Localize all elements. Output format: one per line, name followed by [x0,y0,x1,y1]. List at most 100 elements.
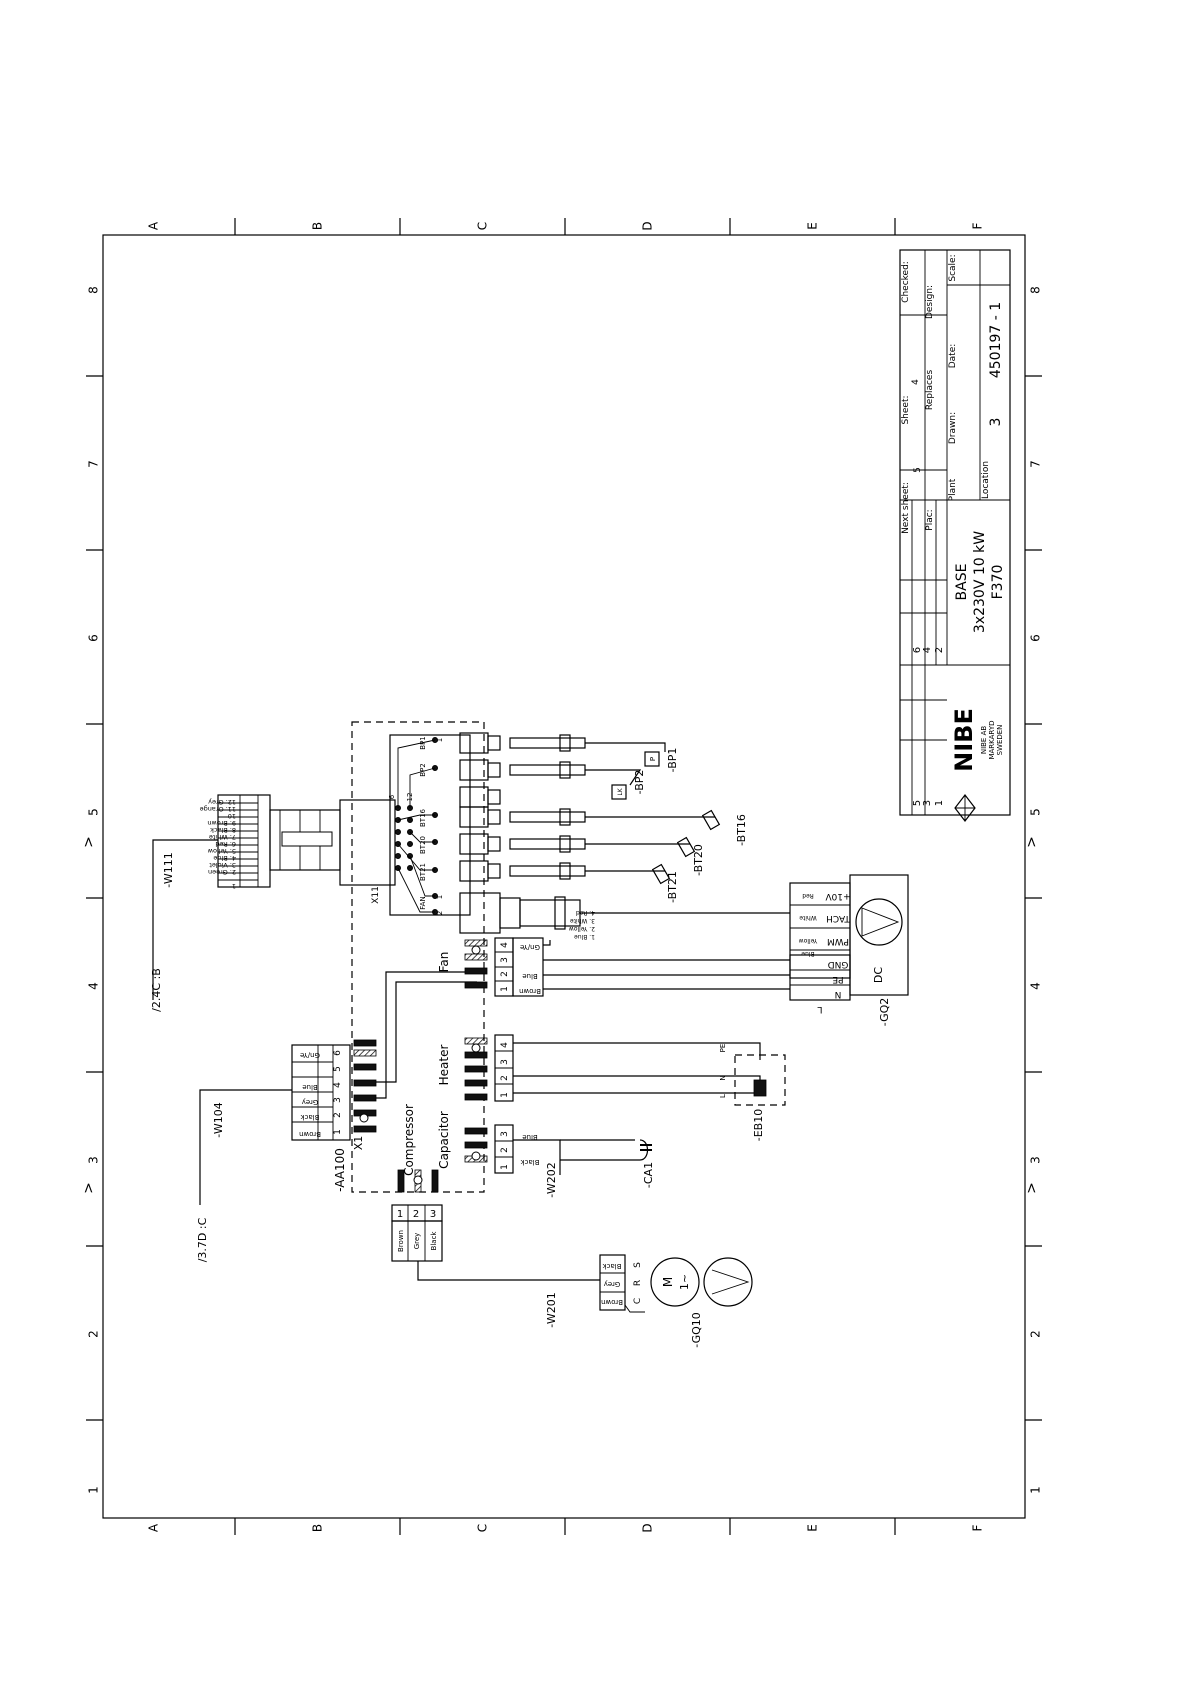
col-label-top-d: D [641,221,655,230]
eb10-label: -EB10 [752,1109,765,1141]
gq2-pin-tach: TACH [826,913,851,923]
w111-wire-10: 10 [228,812,236,820]
fan-term-2: 2 [500,971,510,977]
gq2-pin-n: N [835,989,842,999]
tb-doc-prefix: 3 [988,418,1004,427]
gq2-pin-pwm: PWM [827,936,849,946]
x1-pin-6: 6 [333,1050,343,1056]
row-label-right-3: 3 [1029,1156,1043,1164]
gq10-pin-r: R [633,1280,643,1286]
sensor-connectors: P LK -BP1 -BP2 -BT16 -BT20 -BT21 1. Blue… [459,732,790,940]
comp-term-3: 3 [430,1209,436,1220]
bt20-label: -BT20 [692,844,705,876]
x1-pin-5: 5 [333,1066,343,1072]
tb-next-sheet-label: Next sheet: [901,482,911,534]
heater-line-l: L [719,1094,727,1098]
x11-label: X11 [371,886,381,904]
w202-label: -W202 [545,1162,558,1197]
x1-wire-1: Brown [299,1130,321,1138]
fan-wire-brown: Brown [519,987,541,995]
w111-wire-6: 6. Red [215,840,236,848]
gq2-pin-pe: PE [832,974,843,984]
tb-sheet-label: Sheet: [901,395,911,424]
fan-wire-blue: Blue [522,972,538,980]
row-label-left-4: 4 [87,982,101,990]
tb-rev-a-2: 2 [934,647,945,653]
gq2-wire-white: White [799,914,817,921]
tb-date-label: Date: [948,344,958,369]
col-label-top-f: F [971,222,985,229]
heater-label: Heater [437,1045,451,1086]
gq10-pin-c: C [633,1298,643,1304]
x1-pin-3: 3 [333,1097,343,1103]
nibe-logo: NIBE [950,708,978,822]
tb-rev-a-0: 6 [912,647,923,653]
col-label-top-e: E [806,222,820,230]
gq10-motor: Brown Grey Black C R S M 1~ -GQ10 [599,1254,753,1348]
x1-pin-1: 1 [333,1129,343,1135]
x11-pin-6: 6 [388,794,396,799]
comp-wire-grey: Grey [413,1233,421,1250]
ref-c-label: /3.7D :C [196,1217,209,1262]
col-label-bottom-b: B [311,1524,325,1532]
aa100-label: -AA100 [333,1148,347,1192]
fan-label: Fan [437,952,451,973]
gq10-label: -GQ10 [690,1312,703,1348]
w111-label: -W111 [162,852,175,887]
gq2-conn-4: 4. Red [576,909,595,916]
x1-wire-3: Grey [302,1098,319,1106]
frame-arrow-markers: > > > > [81,836,1040,1194]
x11-header: X11 BP1 BP2 BT16 BT20 BT21 FAN 1 6 12 1 … [371,734,471,916]
cap-term-3: 3 [500,1131,510,1137]
fan-terminal: 1 2 3 4 Brown Blue Gn/Ye Fan [437,937,790,997]
col-label-top-a: A [147,221,161,230]
row-label-left-3: 3 [87,1156,101,1164]
row-label-right-5: 5 [1029,808,1043,816]
x11-fan-pin-2: 2 [436,911,444,915]
w111-wire-8: 8. Black [210,826,236,834]
bt21-label: -BT21 [666,871,679,903]
x1-wire-6: Gn/Ye [300,1051,320,1059]
tb-rev-a-1: 4 [922,647,933,653]
col-label-bottom-c: C [476,1524,490,1532]
tb-location-label: Location [981,461,991,499]
col-label-bottom-f: F [971,1524,985,1531]
gq2-pin-l: L [817,1004,822,1014]
w111-wire-1: 1 [232,882,236,890]
tb-scale-label: Scale: [948,254,958,281]
ref-b-label: /2.4C :B [150,968,163,1012]
gq10-wire-brown: Brown [601,1298,623,1306]
w111-wire-2: 2. Green [208,868,236,876]
x1-connector: Gn/Ye Blue Grey Black Brown 6 5 4 3 2 1 … [196,971,477,1262]
tb-replaces-label: Replaces [925,370,935,411]
tb-rev-b-1: 3 [922,800,933,806]
tb-company-1: NIBE AB [980,726,988,755]
x1-pin-4: 4 [333,1082,343,1088]
svg-text:>: > [81,836,97,848]
x11-label-bt20: BT20 [419,836,427,854]
x1-wire-2: Black [300,1113,320,1121]
fan-term-4: 4 [500,942,510,948]
gq2-label: -GQ2 [878,998,891,1027]
cap-wire-blue: Blue [522,1133,538,1141]
row-label-right-6: 6 [1029,634,1043,642]
fan-wire-gnye: Gn/Ye [520,943,540,951]
tb-company-3: SWEDEN [996,725,1004,756]
tb-title-model: F370 [990,565,1006,600]
w111-wire-7: 7. White [209,833,236,841]
x1-wire-4: Blue [302,1083,318,1091]
capacitor-terminal: 1 2 3 Black Blue Capacitor -CA1 -W202 [437,1111,655,1198]
heater-terminal: 1 2 3 4 Heater PE N L -EB10 [437,1034,786,1141]
row-label-left-5: 5 [87,808,101,816]
col-label-bottom-a: A [147,1523,161,1532]
tb-design-label: Design: [925,285,935,319]
w111-wire-12: 12. Grey [208,798,236,806]
cap-term-2: 2 [500,1147,510,1153]
svg-text:>: > [1024,836,1040,848]
x11-label-bp2: BP2 [419,763,427,776]
w201-label: -W201 [545,1292,558,1327]
gq2-fan: +10V TACH PWM GND PE N L Red White Yello… [789,874,909,1027]
row-label-left-6: 6 [87,634,101,642]
